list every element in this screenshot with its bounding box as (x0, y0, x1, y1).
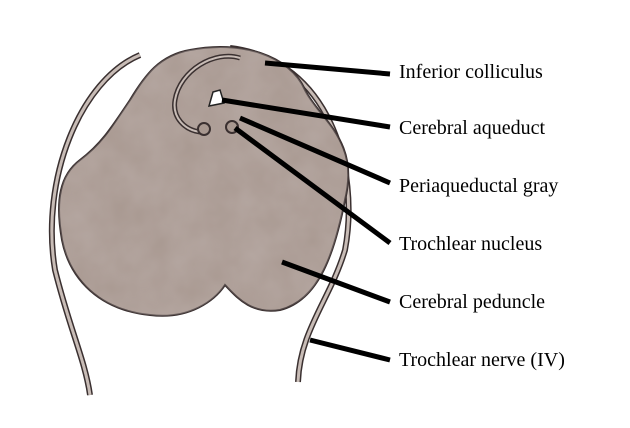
leader-lines (221, 60, 392, 363)
label-cerebral-aqueduct: Cerebral aqueduct (399, 117, 546, 139)
label-inferior-colliculus: Inferior colliculus (399, 61, 543, 83)
cerebral-aqueduct-shape (207, 89, 225, 107)
label-trochlear-nucleus: Trochlear nucleus (399, 233, 543, 255)
label-cerebral-peduncle: Cerebral peduncle (399, 291, 546, 313)
trochlear-nucleus-left (197, 122, 211, 136)
label-periaqueductal-gray: Periaqueductal gray (399, 175, 559, 197)
label-trochlear-nerve: Trochlear nerve (IV) (399, 349, 565, 371)
